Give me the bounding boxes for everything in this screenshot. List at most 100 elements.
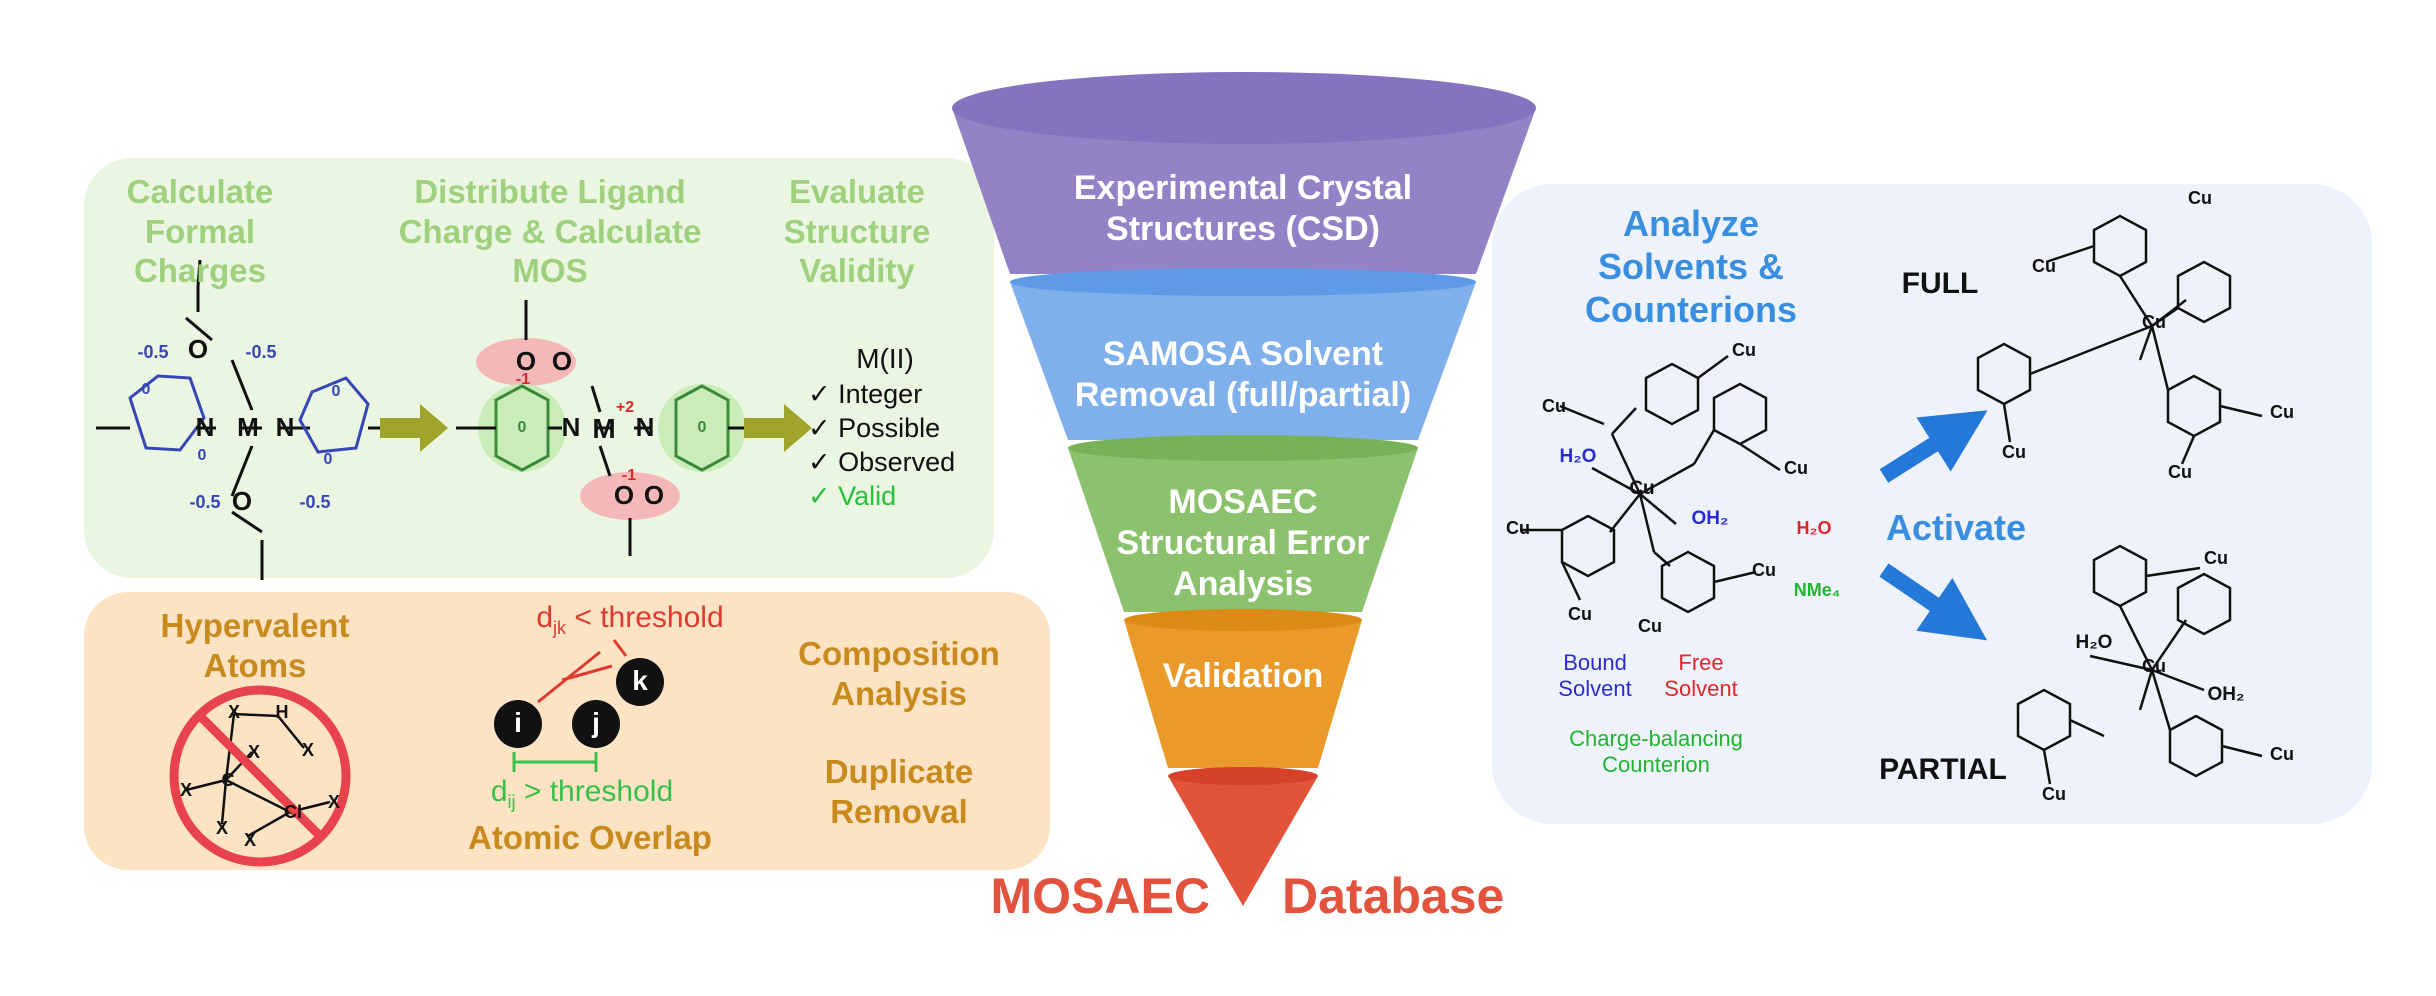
oxygen-top-label: O xyxy=(187,334,209,364)
cu-label-4: Cu xyxy=(1506,518,1530,538)
mos-charge-metal: +2 xyxy=(615,399,635,416)
mos-oxygen-top-2: O xyxy=(551,346,573,376)
hv-atom-x5: X xyxy=(215,818,228,838)
bound-oh2-label: OH₂ xyxy=(1691,508,1729,529)
cu-label-7: Cu xyxy=(1638,616,1662,636)
oxidation-state-label: M(II) xyxy=(856,343,914,374)
activate-label: Activate xyxy=(1885,507,2027,548)
atom-j-circle xyxy=(572,700,620,748)
full-label: FULL xyxy=(1901,267,1979,300)
check-valid: ✓ Valid xyxy=(808,481,897,511)
no-sign-circle xyxy=(169,685,351,867)
activate-arrow-down xyxy=(1879,563,1988,641)
analyze-solvents-title: Analyze Solvents & Counterions xyxy=(1585,203,1797,331)
cu-label-3: Cu xyxy=(1784,458,1808,478)
funnel-top-ellipse xyxy=(952,72,1536,144)
charge-label-bottom-right: -0.5 xyxy=(299,492,331,512)
hv-atom-x6: X xyxy=(327,792,340,812)
cu-partial-3: Cu xyxy=(2042,784,2066,804)
funnel-stage-1 xyxy=(952,108,1536,274)
mos-nitrogen-right: N xyxy=(635,412,655,442)
nme4-label: NMe₄ xyxy=(1793,580,1841,600)
database-label-left: MOSAEC xyxy=(990,868,1210,924)
hv-atom-h: H xyxy=(275,702,289,722)
dij-subscript: ij xyxy=(507,792,516,812)
nitrogen-left-label: N xyxy=(195,412,215,442)
free-h2o-label: H₂O xyxy=(1796,518,1832,538)
charge-label-top-right: -0.5 xyxy=(245,342,277,362)
mos-molecule xyxy=(456,300,760,556)
mos-charge-bottom: -1 xyxy=(621,467,637,484)
charge-flow-arrows xyxy=(380,404,812,452)
hv-atom-x1: X xyxy=(227,702,240,722)
check-possible: ✓ Possible xyxy=(808,413,941,443)
partial-oh2-label: OH₂ xyxy=(2207,684,2245,705)
cu-full-1: Cu xyxy=(2188,188,2212,208)
ring-zero-1: 0 xyxy=(141,381,151,398)
ring-zero-2: 0 xyxy=(197,447,207,464)
partial-label: PARTIAL xyxy=(1879,753,2007,786)
cu-full-center: Cu xyxy=(2142,312,2166,332)
funnel-stage-2 xyxy=(1010,282,1476,440)
funnel-stage-1-label: Experimental Crystal Structures (CSD) xyxy=(1073,169,1413,248)
djk-threshold-label: djk < threshold xyxy=(500,600,760,640)
funnel-stage-3-label: MOSAEC Structural Error Analysis xyxy=(1116,483,1370,603)
mos-nitrogen-left: N xyxy=(561,412,581,442)
cu-paddlewheel-center xyxy=(1520,354,1781,614)
mos-oxygen-top: O xyxy=(515,346,537,376)
dij-rest: > threshold xyxy=(515,775,674,808)
formal-charge-molecule xyxy=(96,259,396,580)
cu-label-2: Cu xyxy=(1542,396,1566,416)
activate-arrows xyxy=(1879,410,1988,641)
partial-h2o-label: H₂O xyxy=(2075,632,2113,653)
cu-label-6: Cu xyxy=(1568,604,1592,624)
hv-atom-x4: X xyxy=(247,742,260,762)
funnel-stage-2-label: SAMOSA Solvent Removal (full/partial) xyxy=(1074,335,1412,414)
djk-d: d xyxy=(536,601,554,634)
mos-oxygen-bottom: O xyxy=(613,480,635,510)
cu-partial-1: Cu xyxy=(2204,548,2228,568)
bound-h2o-label: H₂O xyxy=(1559,446,1597,467)
oxygen-bottom-label: O xyxy=(231,486,253,516)
cu-framework-full xyxy=(1976,214,2263,465)
distribute-ligand-charge-title: Distribute Ligand Charge & Calculate MOS xyxy=(398,173,702,290)
center-cu-label: Cu xyxy=(1629,478,1655,499)
hypervalent-atoms-title: Hypervalent Atoms xyxy=(160,607,350,684)
mos-ring-zero-right: 0 xyxy=(697,419,707,436)
charge-label-top-left: -0.5 xyxy=(137,342,169,362)
solvent-panel-bg xyxy=(1492,184,2372,824)
no-sign-slash xyxy=(196,712,324,840)
database-label-right: Database xyxy=(1282,868,1505,924)
activate-arrow-up xyxy=(1879,410,1988,483)
cu-full-3: Cu xyxy=(2270,402,2294,422)
metal-label-1: M xyxy=(237,412,259,442)
check-integer: ✓ Integer xyxy=(808,379,923,409)
cu-partial-2: Cu xyxy=(2270,744,2294,764)
error-panel-bg xyxy=(84,592,1050,870)
funnel-stage-3 xyxy=(1068,448,1418,612)
mos-charge-top: -1 xyxy=(515,371,531,388)
free-solvent-label: Free Solvent xyxy=(1664,650,1738,702)
atomic-overlap-diagram xyxy=(494,639,664,772)
cu-label-5: Cu xyxy=(1752,560,1776,580)
hv-atom-x3: X xyxy=(179,780,192,800)
counterion-label: Charge-balancing Counterion xyxy=(1569,726,1743,778)
atom-i-circle xyxy=(494,700,542,748)
hv-atom-cl: Cl xyxy=(284,802,302,822)
calculate-formal-charges-title: Calculate Formal Charges xyxy=(126,173,274,290)
cu-label-1: Cu xyxy=(1732,340,1756,360)
dij-d: d xyxy=(490,775,508,808)
cu-full-5: Cu xyxy=(2168,462,2192,482)
composition-analysis-title: Composition Analysis xyxy=(798,635,1000,712)
duplicate-removal-title: Duplicate Removal xyxy=(824,753,974,830)
funnel-stage-4 xyxy=(1124,620,1362,768)
hv-atom-c: C xyxy=(221,770,235,790)
mos-oxygen-bottom-2: O xyxy=(643,480,665,510)
check-observed: ✓ Observed xyxy=(808,447,956,477)
funnel-stage-4-label: Validation xyxy=(1162,657,1324,695)
cu-full-2: Cu xyxy=(2032,256,2056,276)
nitrogen-right-label: N xyxy=(275,412,295,442)
hv-atom-x2: X xyxy=(301,740,314,760)
cu-framework-partial xyxy=(2016,544,2263,785)
atom-j-label: j xyxy=(592,707,600,738)
